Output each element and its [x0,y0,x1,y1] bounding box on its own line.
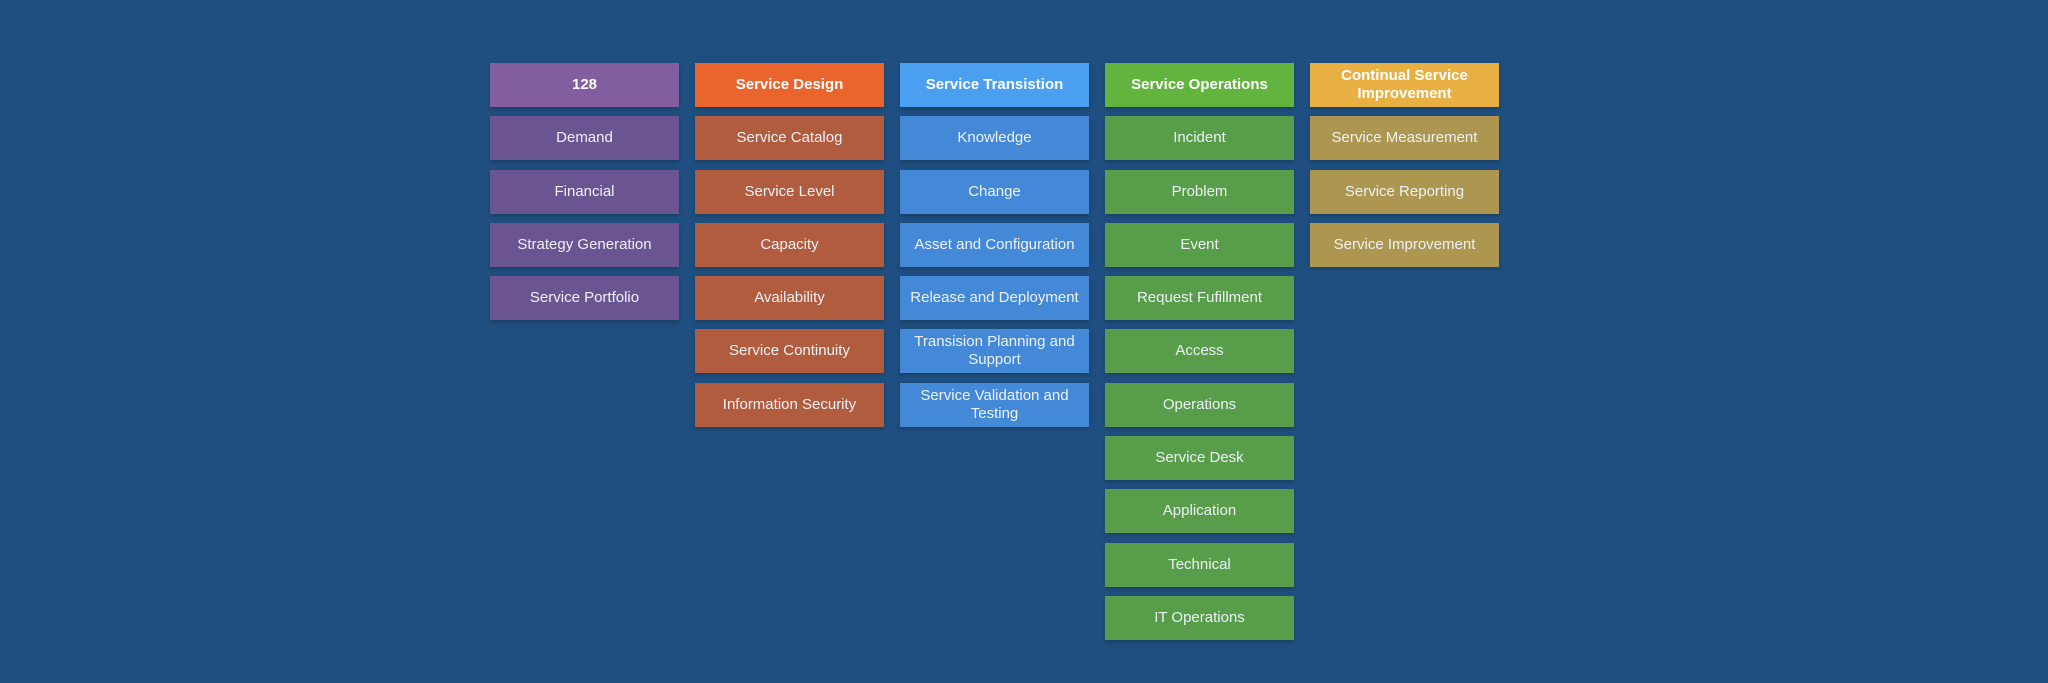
card-incident[interactable]: Incident [1105,116,1294,161]
card-service-portfolio[interactable]: Service Portfolio [490,276,679,321]
card-application[interactable]: Application [1105,489,1294,534]
card-service-measurement[interactable]: Service Measurement [1310,116,1499,161]
card-information-security[interactable]: Information Security [695,382,884,427]
card-service-catalog[interactable]: Service Catalog [695,116,884,161]
card-technical[interactable]: Technical [1105,542,1294,587]
card-transition-planning-and-support[interactable]: Transision Planning and Support [900,329,1089,374]
card-problem[interactable]: Problem [1105,169,1294,214]
card-event[interactable]: Event [1105,222,1294,267]
card-strategy-header[interactable]: 128 [490,63,679,107]
card-asset-and-configuration[interactable]: Asset and Configuration [900,222,1089,267]
card-it-operations[interactable]: IT Operations [1105,595,1294,640]
card-demand[interactable]: Demand [490,116,679,161]
card-service-operations-header[interactable]: Service Operations [1105,63,1294,107]
card-service-design-header[interactable]: Service Design [695,63,884,107]
column-strategy: 128 Demand Financial Strategy Generation… [490,63,679,329]
card-release-and-deployment[interactable]: Release and Deployment [900,276,1089,321]
card-csi-header[interactable]: Continual Service Improvement [1310,63,1499,107]
card-service-reporting[interactable]: Service Reporting [1310,169,1499,214]
card-service-continuity[interactable]: Service Continuity [695,329,884,374]
column-service-operations: Service Operations Incident Problem Even… [1105,63,1294,649]
card-financial[interactable]: Financial [490,169,679,214]
card-change[interactable]: Change [900,169,1089,214]
column-service-design: Service Design Service Catalog Service L… [695,63,884,436]
card-availability[interactable]: Availability [695,276,884,321]
card-operations[interactable]: Operations [1105,382,1294,427]
card-service-level[interactable]: Service Level [695,169,884,214]
card-strategy-generation[interactable]: Strategy Generation [490,222,679,267]
column-service-transition: Service Transistion Knowledge Change Ass… [900,63,1089,436]
card-service-improvement[interactable]: Service Improvement [1310,222,1499,267]
card-capacity[interactable]: Capacity [695,222,884,267]
column-continual-service-improvement: Continual Service Improvement Service Me… [1310,63,1499,276]
card-service-transition-header[interactable]: Service Transistion [900,63,1089,107]
card-access[interactable]: Access [1105,329,1294,374]
card-service-validation-and-testing[interactable]: Service Validation and Testing [900,382,1089,427]
card-request-fulfillment[interactable]: Request Fufillment [1105,276,1294,321]
card-knowledge[interactable]: Knowledge [900,116,1089,161]
card-service-desk[interactable]: Service Desk [1105,436,1294,481]
